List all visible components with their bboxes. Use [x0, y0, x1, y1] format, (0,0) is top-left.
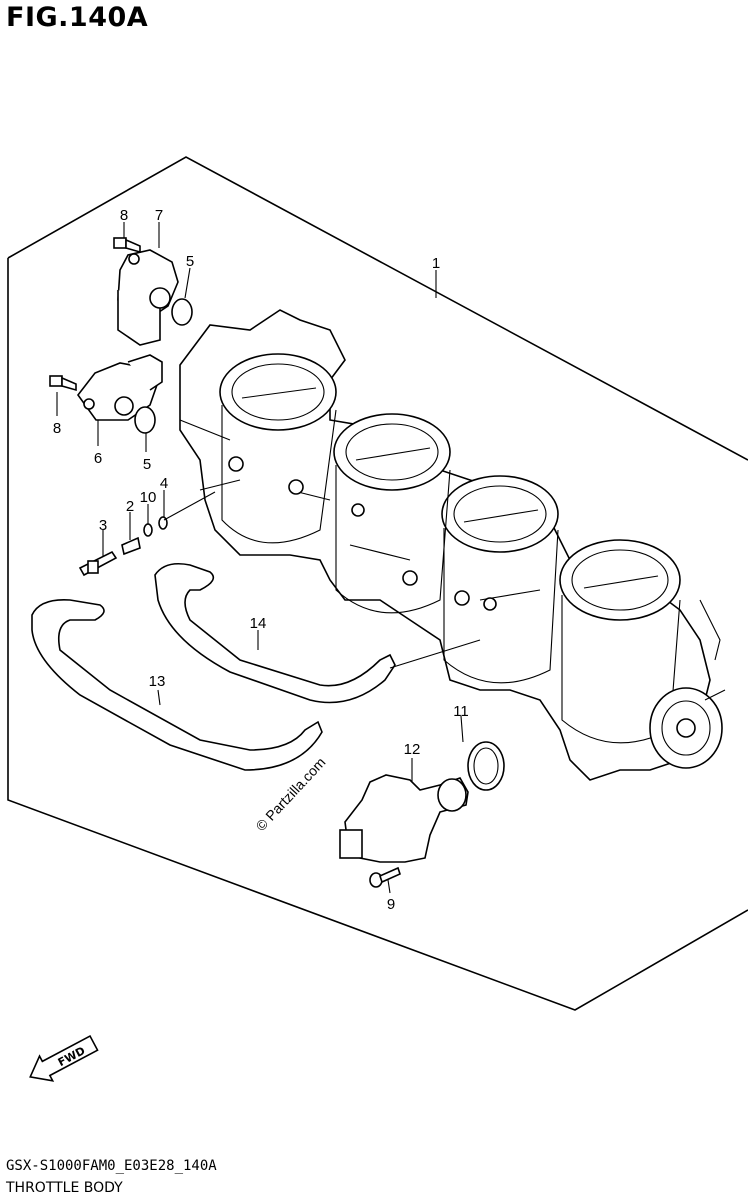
screw-9	[369, 866, 401, 888]
callout-5-lower: 5	[143, 456, 151, 473]
throttle-body-assembly	[179, 309, 726, 781]
callout-1: 1	[432, 255, 440, 272]
spring-2	[121, 536, 141, 556]
callout-10: 10	[140, 489, 157, 506]
throttle-position-sensor	[117, 249, 179, 346]
callout-5-upper: 5	[186, 253, 194, 270]
figure-caption: THROTTLE BODY	[6, 1180, 123, 1196]
hose-13	[31, 598, 323, 771]
callout-7: 7	[155, 207, 163, 224]
callout-8-upper: 8	[120, 207, 128, 224]
callout-8-lower: 8	[53, 420, 61, 437]
callout-2: 2	[126, 498, 134, 515]
assembly-frame-outline	[7, 156, 748, 1011]
adjust-screw-3	[78, 550, 118, 577]
sensor-6	[77, 354, 163, 421]
washer-10	[143, 523, 153, 537]
gasket-11	[467, 741, 505, 791]
callout-6: 6	[94, 450, 102, 467]
idle-speed-control-valve-12	[339, 774, 469, 863]
o-ring-5-upper	[171, 298, 193, 326]
callout-9: 9	[387, 896, 395, 913]
callout-14: 14	[250, 615, 267, 632]
figure-title: FIG.140A	[6, 2, 149, 33]
fwd-arrow-icon: FWD	[29, 1034, 99, 1082]
model-code: GSX-S1000FAM0_E03E28_140A	[6, 1158, 217, 1174]
bolt-8-lower	[49, 375, 77, 392]
hose-14	[154, 562, 396, 704]
bolt-8-upper	[113, 237, 141, 254]
o-ring-5-lower	[134, 406, 156, 434]
callout-11: 11	[453, 703, 469, 720]
callout-12: 12	[404, 741, 421, 758]
callout-13: 13	[149, 673, 166, 690]
callout-3: 3	[99, 517, 107, 534]
callout-4: 4	[160, 475, 168, 492]
